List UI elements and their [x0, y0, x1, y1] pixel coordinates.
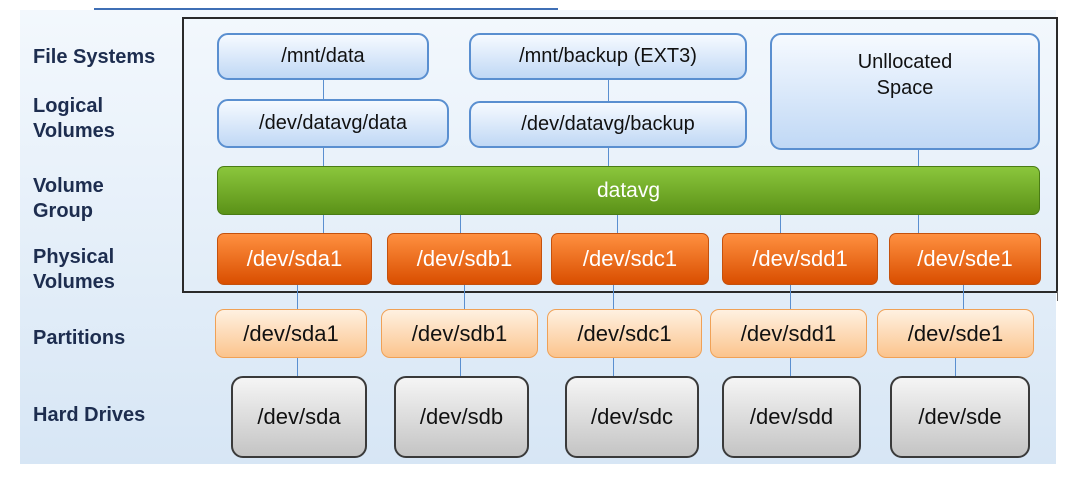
partition-box: /dev/sda1 [215, 309, 367, 358]
connector-partition-drive [790, 358, 791, 376]
file-system-box: /mnt/backup (EXT3) [469, 33, 747, 80]
connector-lv-data-vg [323, 147, 324, 166]
layer-label-volume-group: Volume Group [33, 175, 104, 222]
logical-volume-box: /dev/datavg/data [217, 99, 449, 148]
file-system-box: /mnt/data [217, 33, 429, 80]
connector-fs-data-lv [323, 79, 324, 99]
hard-drive-box: /dev/sda [231, 376, 367, 458]
hard-drive-box: /dev/sde [890, 376, 1030, 458]
top-rule [94, 8, 558, 10]
connector-partition-drive [297, 358, 298, 376]
connector-vg-pv [460, 215, 461, 233]
volume-group-bar: datavg [217, 166, 1040, 215]
hard-drive-box: /dev/sdc [565, 376, 699, 458]
logical-volume-box: /dev/datavg/backup [469, 101, 747, 148]
physical-volume-box: /dev/sdb1 [387, 233, 542, 285]
partition-box: /dev/sdc1 [547, 309, 702, 358]
physical-volume-box: /dev/sdc1 [551, 233, 709, 285]
frame-tick [1057, 291, 1058, 301]
connector-lv-backup-vg [608, 147, 609, 166]
layer-label-logical-volumes: Logical Volumes [33, 95, 115, 142]
lvm-boundary-frame [182, 17, 1058, 293]
layer-label-file-systems: File Systems [33, 46, 156, 68]
hard-drive-box: /dev/sdd [722, 376, 861, 458]
hard-drive-box: /dev/sdb [394, 376, 529, 458]
layer-label-physical-volumes: Physical Volumes [33, 246, 115, 293]
layer-label-hard-drives: Hard Drives [33, 404, 146, 426]
partition-box: /dev/sdd1 [710, 309, 867, 358]
layer-label-partitions: Partitions [33, 327, 126, 349]
unallocated-space-box: Unllocated Space [770, 33, 1040, 150]
connector-vg-pv [323, 215, 324, 233]
physical-volume-box: /dev/sdd1 [722, 233, 878, 285]
partition-box: /dev/sdb1 [381, 309, 538, 358]
connector-unalloc-vg [918, 149, 919, 166]
connector-vg-pv [617, 215, 618, 233]
connector-fs-backup-lv [608, 79, 609, 101]
partition-box: /dev/sde1 [877, 309, 1034, 358]
connector-pv-partition [963, 285, 964, 309]
connector-pv-partition [297, 285, 298, 309]
connector-vg-pv [780, 215, 781, 233]
physical-volume-box: /dev/sda1 [217, 233, 372, 285]
connector-vg-pv [918, 215, 919, 233]
connector-partition-drive [460, 358, 461, 376]
connector-pv-partition [790, 285, 791, 309]
connector-pv-partition [464, 285, 465, 309]
connector-partition-drive [955, 358, 956, 376]
connector-pv-partition [613, 285, 614, 309]
connector-partition-drive [613, 358, 614, 376]
physical-volume-box: /dev/sde1 [889, 233, 1041, 285]
